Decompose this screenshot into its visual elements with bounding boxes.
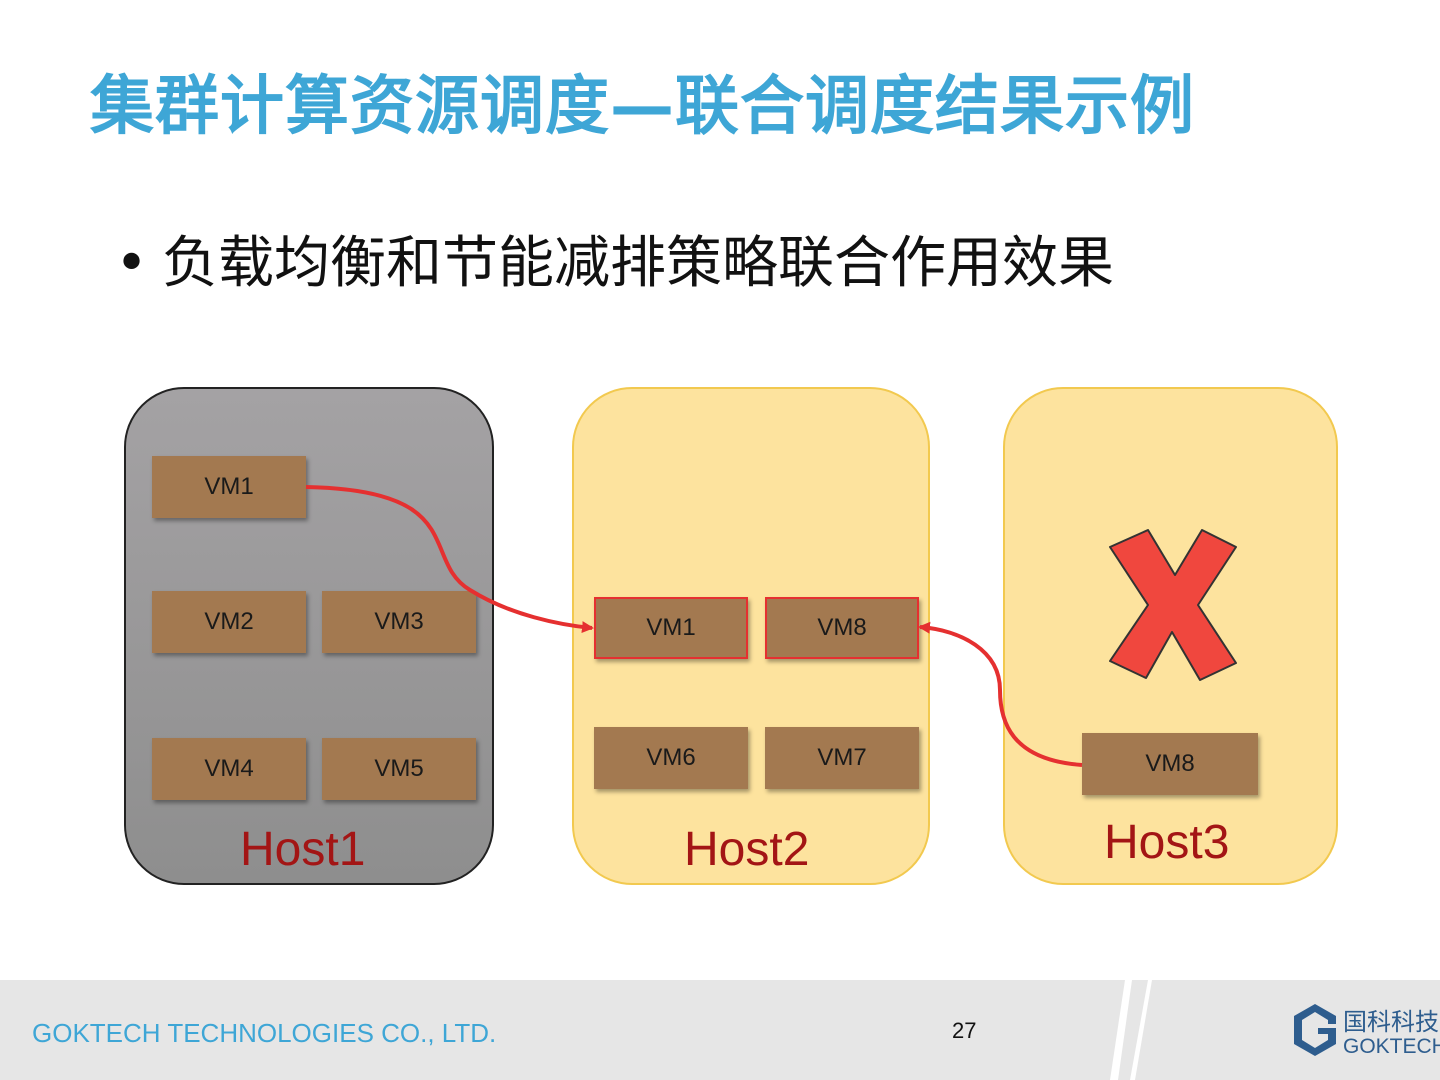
bullet-text: 负载均衡和节能减排策略联合作用效果 [162,231,1115,296]
migration-arrow-vm1 [305,485,594,634]
host1-vm4: VM4 [152,738,306,800]
bullet-point: •负载均衡和节能减排策略联合作用效果 [115,218,1114,299]
host2-vm7: VM7 [765,727,919,789]
host2-vm6: VM6 [594,727,748,789]
page-number: 27 [952,1018,977,1043]
host2-label: Host2 [684,823,810,876]
footer-bar [0,980,1440,1080]
logo-cn: 国科科技 [1343,1008,1439,1036]
host1-vm2: VM2 [152,591,306,653]
host3-label: Host3 [1104,816,1230,869]
host1-label: Host1 [240,823,366,876]
host1-vm3: VM3 [322,591,476,653]
logo-en: GOKTECH [1343,1035,1440,1058]
bullet-marker: • [115,231,149,296]
goktech-logo-icon [1294,1004,1336,1056]
page-title: 集群计算资源调度—联合调度结果示例 [90,70,1195,144]
host3-vm8: VM8 [1082,733,1258,795]
host1-vm1: VM1 [152,456,306,518]
red-x-icon [1109,529,1237,681]
host2-vm8: VM8 [765,597,919,659]
migration-arrow-vm8 [918,621,1083,767]
company-name: GOKTECH TECHNOLOGIES CO., LTD. [32,1018,497,1048]
host2-vm1: VM1 [594,597,748,659]
host1-vm5: VM5 [322,738,476,800]
